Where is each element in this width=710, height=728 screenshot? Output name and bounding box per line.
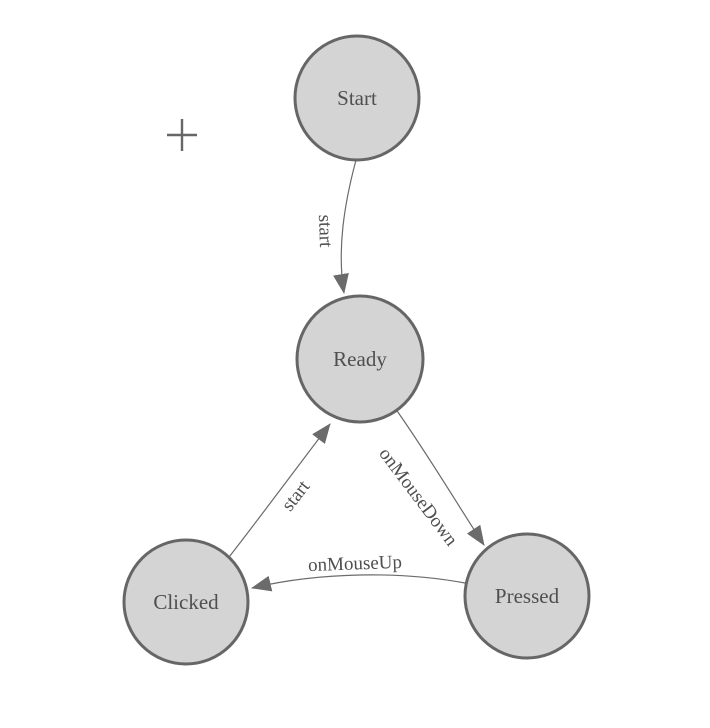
state-circle[interactable] [295,294,425,424]
state-node-pressed[interactable]: Pressed [463,532,591,660]
state-node-clicked[interactable]: Clicked [122,538,250,666]
transition-line[interactable] [228,423,331,558]
edge-pressed-to-clicked[interactable]: onMouseUp [251,550,466,592]
transition-line[interactable] [394,407,485,546]
crosshair-icon [167,119,197,151]
state-node-ready[interactable]: Ready [295,294,425,424]
transition-label: onMouseUp [308,552,403,576]
state-node-start[interactable]: Start [293,34,421,162]
transition-label: onMouseDown [374,444,462,551]
transition-line[interactable] [333,159,357,294]
transition-label: start [314,214,336,248]
edge-clicked-to-ready[interactable]: start [228,423,331,558]
edge-ready-to-pressed[interactable]: onMouseDown [372,407,485,553]
state-circle[interactable] [293,34,421,162]
state-circle[interactable] [122,538,250,666]
edge-start-to-ready[interactable]: start [312,159,357,294]
state-circle[interactable] [463,532,591,660]
transition-label: start [278,476,315,515]
transition-line[interactable] [251,574,466,592]
